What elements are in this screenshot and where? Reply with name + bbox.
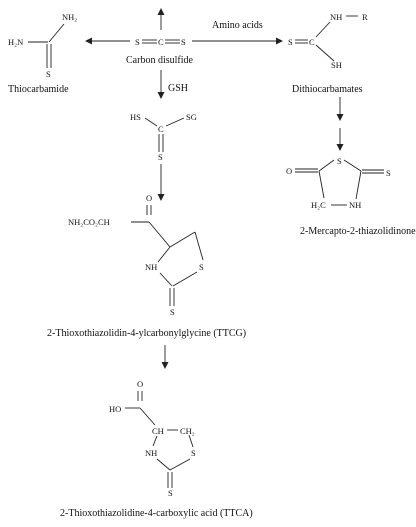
- bond: [159, 272, 173, 287]
- thiocarbamide-structure: NH₂ H₂N S: [8, 12, 77, 79]
- label-thiocarbamide: Thiocarbamide: [8, 84, 69, 95]
- bond: [315, 44, 335, 62]
- atom-s: S: [181, 37, 186, 47]
- bond: [139, 407, 156, 426]
- atom-nh2: NH₂: [62, 12, 77, 22]
- bond: [318, 159, 335, 172]
- atom-s: S: [170, 307, 175, 317]
- atom-ch2: CH₂: [180, 426, 195, 436]
- atom-sh: SH: [331, 60, 342, 70]
- ttca-structure: O HO CH CH₂ NH S S: [109, 379, 196, 498]
- bond: [188, 434, 194, 448]
- atom-nh: NH: [145, 262, 157, 272]
- dithiocarbamate-structure: S C NH R SH: [288, 12, 368, 70]
- mercapto-thiazolidinone-structure: S S O H₂C NH: [286, 156, 391, 210]
- bond: [172, 271, 198, 287]
- atom-s: S: [199, 262, 204, 272]
- atom-nh: NH: [145, 448, 157, 458]
- atom-s: S: [191, 448, 196, 458]
- atom-o: O: [286, 166, 292, 176]
- label-carbon-disulfide: Carbon disulfide: [126, 55, 193, 66]
- gsh-adduct-structure: HS SG C S: [130, 112, 197, 162]
- label-dithiocarbamates: Dithiocarbamates: [292, 84, 363, 95]
- bond: [315, 21, 331, 38]
- bond: [144, 117, 158, 127]
- atom-s: S: [158, 152, 163, 162]
- atom-s: S: [168, 488, 173, 498]
- bond: [157, 246, 171, 263]
- bond: [148, 221, 171, 248]
- carbon-disulfide-structure: S C S: [135, 37, 186, 47]
- label-ttcg: 2-Thioxothiazolidin-4-ylcarbonylglycine …: [47, 328, 246, 339]
- atom-r: R: [362, 12, 368, 22]
- atom-c: C: [158, 124, 164, 134]
- atom-o: O: [137, 379, 143, 389]
- atom-ch: CH: [152, 426, 164, 436]
- atom-s: S: [135, 37, 140, 47]
- label-ttca: 2-Thioxothiazolidine-4-carboxylic acid (…: [60, 508, 253, 519]
- bond: [194, 231, 204, 261]
- reagent-amino-acids: Amino acids: [212, 20, 263, 31]
- bond: [152, 435, 158, 447]
- atom-nh: NH: [330, 12, 342, 22]
- atom-nh: NH: [349, 200, 361, 210]
- bond: [156, 458, 171, 471]
- bond: [318, 170, 325, 199]
- reagent-gsh: GSH: [168, 83, 188, 94]
- atom-c: C: [309, 37, 315, 47]
- atom-nh2co2ch: NH₂CO₂CH: [68, 217, 110, 227]
- atom-h2n: H₂N: [8, 37, 23, 47]
- atom-o: O: [146, 193, 152, 203]
- bond: [169, 231, 196, 248]
- bond: [48, 23, 65, 43]
- atom-s: S: [386, 168, 391, 178]
- atom-sg: SG: [186, 112, 197, 122]
- atom-s: S: [337, 156, 342, 166]
- bond: [355, 170, 362, 200]
- atom-hs: HS: [130, 112, 141, 122]
- ttcg-structure: O NH₂CO₂CH NH S S: [68, 193, 204, 317]
- bond: [343, 159, 362, 172]
- atom-s: S: [288, 37, 293, 47]
- bond: [165, 117, 185, 127]
- atom-s: S: [46, 69, 51, 79]
- atom-h2c: H₂C: [311, 200, 326, 210]
- label-mercapto-thiazolidinone: 2-Mercapto-2-thiazolidinone-5: [300, 226, 416, 237]
- bond: [169, 458, 191, 471]
- atom-ho: HO: [109, 404, 121, 414]
- atom-c: C: [158, 37, 164, 47]
